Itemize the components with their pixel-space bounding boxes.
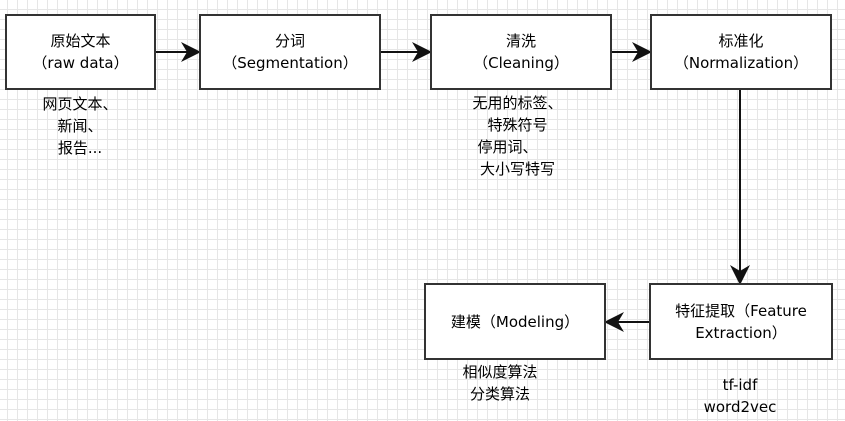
note-line: 新闻、 (57, 117, 103, 135)
node-title: 分词 (274, 32, 305, 50)
node-subtitle: Extraction） (695, 323, 787, 342)
node-title: 标准化 (718, 32, 764, 50)
note-line: 网页文本、 (42, 95, 118, 113)
note-feature-extraction[interactable]: tf-idf word2vec (680, 374, 800, 418)
node-title: 特征提取（Feature (675, 301, 807, 320)
node-subtitle: （Cleaning） (473, 54, 569, 72)
node-subtitle: （raw data） (32, 54, 129, 72)
note-line: 分类算法 (469, 385, 530, 403)
note-line: 特殊符号 (487, 116, 548, 134)
node-raw-data[interactable]: 原始文本 （raw data） (5, 14, 156, 90)
node-subtitle: （Normalization） (673, 54, 809, 72)
note-line: 相似度算法 (462, 363, 538, 381)
node-cleaning[interactable]: 清洗 （Cleaning） (430, 14, 612, 90)
note-line: 大小写特写 (479, 160, 555, 178)
node-title: 原始文本 (50, 32, 111, 50)
note-line: word2vec (703, 398, 777, 416)
node-segmentation[interactable]: 分词 （Segmentation） (199, 14, 381, 90)
node-normalization[interactable]: 标准化 （Normalization） (650, 14, 832, 90)
note-line: 无用的标签、 (472, 94, 563, 112)
note-cleaning[interactable]: 无用的标签、特殊符号停用词、大小写特写 (450, 92, 585, 180)
node-modeling[interactable]: 建模（Modeling） (424, 283, 606, 360)
note-modeling[interactable]: 相似度算法分类算法 (440, 361, 560, 405)
node-subtitle: （Segmentation） (222, 54, 358, 72)
note-line: tf-idf (722, 376, 758, 394)
node-title: 清洗 (505, 32, 536, 50)
note-line: 报告... (57, 139, 103, 157)
node-title: 建模（Modeling） (450, 312, 580, 331)
note-raw-data: 网页文本、新闻、报告... (20, 93, 140, 159)
note-line: 停用词、 (477, 138, 538, 156)
